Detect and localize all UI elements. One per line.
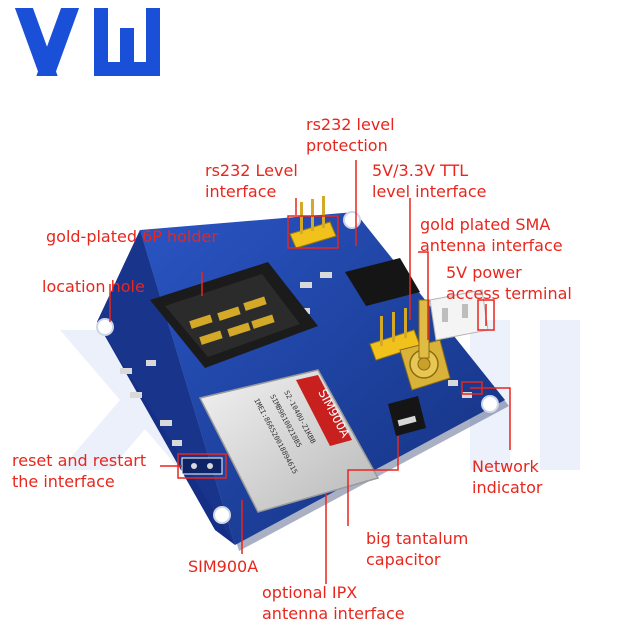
leader-tantalum-capacitor xyxy=(347,436,399,526)
label-rs232-level-protection: rs232 level protection xyxy=(306,114,395,156)
label-line: the interface xyxy=(12,472,115,491)
logo-w-base xyxy=(94,62,160,76)
label-line: level interface xyxy=(372,182,487,201)
logo-w-bar-1 xyxy=(94,8,108,76)
logo-text: XW xyxy=(0,0,3,1)
location-hole xyxy=(481,395,499,413)
label-line: 5V power xyxy=(446,263,522,282)
highlight-power-terminal xyxy=(477,299,495,331)
leader-sma-interface xyxy=(418,251,429,340)
label-line: rs232 level xyxy=(306,115,395,134)
label-line: protection xyxy=(306,136,388,155)
label-big-tantalum-capacitor: big tantalum capacitor xyxy=(366,528,468,570)
label-line: 5V/3.3V TTL xyxy=(372,161,469,180)
label-rs232-level-interface: rs232 Level interface xyxy=(205,160,298,202)
location-hole xyxy=(343,211,361,229)
logo-w-bar-3 xyxy=(146,8,160,76)
highlight-network-led xyxy=(461,381,483,395)
module-label-area xyxy=(296,375,352,446)
tantalum-capacitor xyxy=(388,396,426,436)
label-optional-ipx-antenna-interface: optional IPX antenna interface xyxy=(262,582,405,624)
brand-logo: XW xyxy=(0,0,160,76)
label-line: rs232 Level xyxy=(205,161,298,180)
leader-lines xyxy=(109,160,511,584)
location-hole xyxy=(213,506,231,524)
highlight-reset-header xyxy=(177,453,227,479)
label-line: big tantalum xyxy=(366,529,469,548)
label-location-hole: location hole xyxy=(42,277,145,296)
label-reset-restart-interface: reset and restart the interface xyxy=(12,450,146,492)
reset-header xyxy=(181,457,223,475)
power-terminal-connector xyxy=(429,289,489,341)
label-line: reset and restart xyxy=(12,451,147,470)
label-network-indicator: Network indicator xyxy=(472,456,542,498)
rs232-level-pin-header xyxy=(289,196,337,249)
location-hole xyxy=(96,318,114,336)
sim-card-holder xyxy=(150,262,318,368)
highlight-rs232-header xyxy=(287,215,339,249)
label-line: optional IPX xyxy=(262,583,358,602)
sim900a-module: SIM900A S2-1040U-Z1KBB SIMB96100218B5 IM… xyxy=(198,369,380,513)
rs232-ic-chip xyxy=(345,258,420,306)
label-power-access-terminal: 5V power access terminal xyxy=(446,262,572,304)
label-sma-antenna-interface: gold plated SMA antenna interface xyxy=(420,214,563,256)
label-line: interface xyxy=(205,182,277,201)
label-ttl-level-interface: 5V/3.3V TTL level interface xyxy=(372,160,487,202)
label-gold-plated-6p-holder: gold-plated 6P holder xyxy=(46,227,218,246)
sma-antenna-connector xyxy=(399,299,451,391)
label-line: access terminal xyxy=(446,284,572,303)
label-line: gold plated SMA xyxy=(420,215,551,234)
label-line: antenna interface xyxy=(262,604,405,623)
logo-x-stroke-2 xyxy=(36,8,80,76)
leader-network-indicator xyxy=(470,387,511,450)
label-line: capacitor xyxy=(366,550,441,569)
label-line: indicator xyxy=(472,478,543,497)
label-sim900a-module: SIM900A xyxy=(188,557,259,576)
label-line: Network xyxy=(472,457,539,476)
label-line: antenna interface xyxy=(420,236,563,255)
